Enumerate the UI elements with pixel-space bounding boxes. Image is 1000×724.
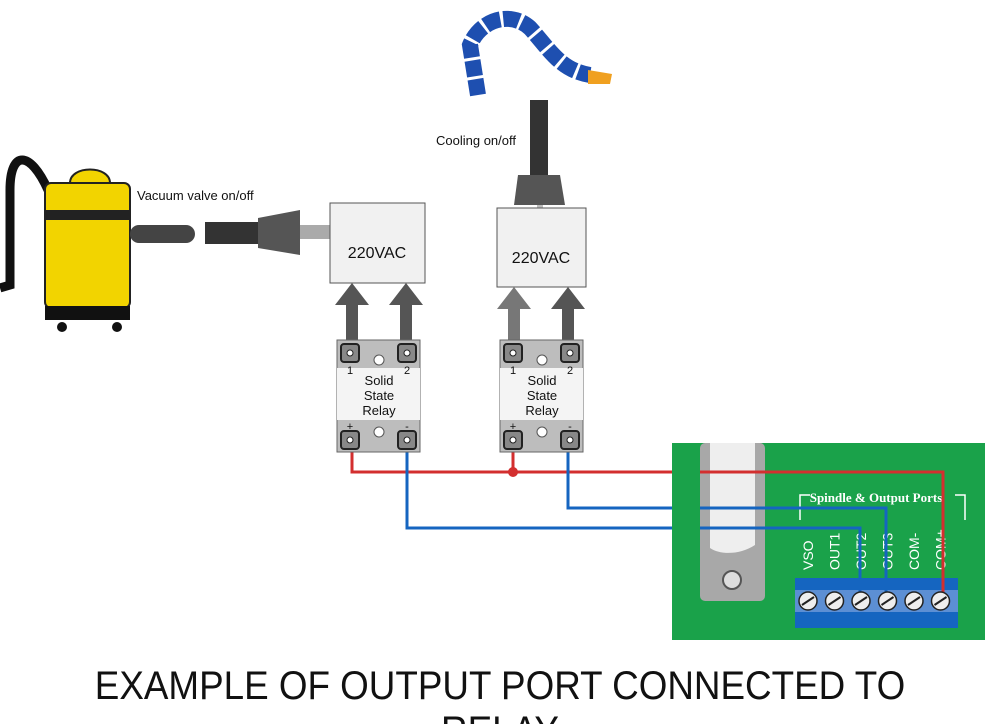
board-heading: Spindle & Output Ports <box>810 490 943 505</box>
up-arrow-icon <box>497 287 531 340</box>
relay-label-line: Relay <box>362 403 396 418</box>
port-label: COM- <box>906 532 922 570</box>
terminal-label: 2 <box>567 365 573 377</box>
relay-label-line: Solid <box>528 373 557 388</box>
power-label: 220VAC <box>348 245 406 262</box>
caption-title: EXAMPLE OF OUTPUT PORT CONNECTED TO RELA… <box>94 664 906 724</box>
up-arrow-icon <box>389 283 423 340</box>
cooling-label: Cooling on/off <box>436 133 516 148</box>
screw-hole <box>722 570 742 590</box>
terminal-label: - <box>405 421 409 433</box>
terminal-label: 1 <box>510 365 516 377</box>
power-box-cooling: 220VAC <box>496 207 587 288</box>
relay-label-line: State <box>364 388 394 403</box>
up-arrow-icon <box>551 287 585 340</box>
power-label: 220VAC <box>512 250 570 267</box>
terminal-label: + <box>347 421 353 433</box>
terminal-label: 2 <box>404 365 410 377</box>
coolant-hose-icon <box>461 11 612 235</box>
terminal-label: - <box>568 421 572 433</box>
relay-label-line: Solid <box>365 373 394 388</box>
port-label: OUT1 <box>827 532 843 570</box>
relay-label-line: State <box>527 388 557 403</box>
port-label: VSO <box>800 540 816 570</box>
arrow-icons <box>335 283 585 340</box>
vacuum-label: Vacuum valve on/off <box>137 188 254 203</box>
terminal-label: + <box>510 421 516 433</box>
relay-label-line: Relay <box>525 403 559 418</box>
vacuum-plug-icon <box>205 210 330 255</box>
port-label: COM+ <box>933 529 949 570</box>
junction-dot <box>508 467 518 477</box>
power-box-vacuum: 220VAC <box>329 202 426 284</box>
vacuum-cleaner-icon <box>0 155 195 332</box>
terminal-label: 1 <box>347 365 353 377</box>
up-arrow-icon <box>335 283 369 340</box>
